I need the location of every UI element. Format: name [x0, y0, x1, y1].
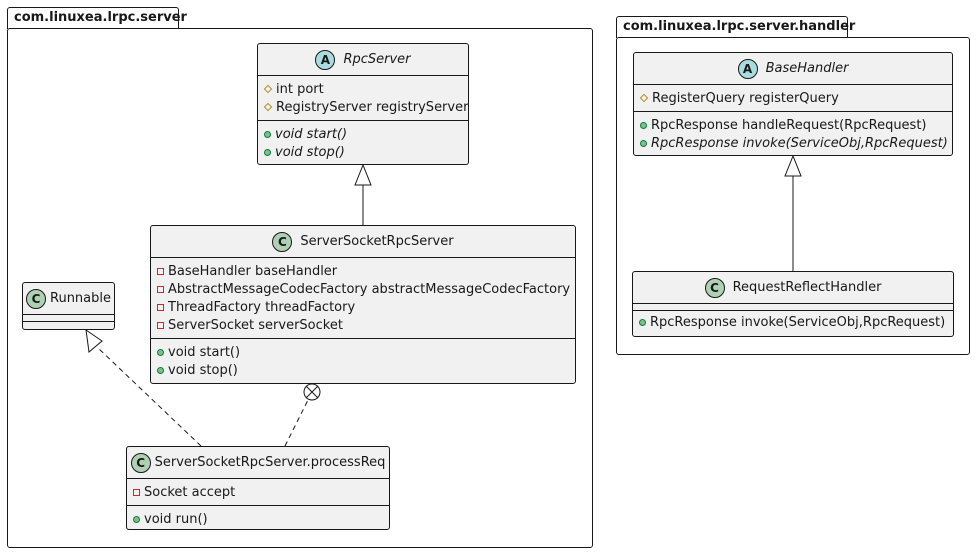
field-row: Socket accept — [133, 483, 383, 501]
realization-arrow-runnable — [85, 328, 103, 353]
edge-implements-runnable — [96, 346, 202, 447]
private-icon — [157, 303, 164, 311]
class-header: A RpcServer — [258, 44, 468, 76]
field-text: BaseHandler baseHandler — [168, 263, 338, 279]
field-text: ServerSocket serverSocket — [168, 317, 343, 333]
method-text: void run() — [144, 511, 208, 527]
class-rpcserver[interactable]: A RpcServer int port RegistryServer regi… — [257, 43, 469, 165]
public-icon — [640, 139, 647, 147]
methods-section: RpcResponse invoke(ServiceObj,RpcRequest… — [633, 311, 953, 335]
public-icon — [157, 348, 164, 356]
method-row: void run() — [133, 510, 383, 528]
fields-section: int port RegistryServer registryServer — [258, 76, 468, 121]
method-row: void start() — [264, 125, 462, 143]
method-row: void start() — [157, 343, 569, 361]
public-icon — [264, 130, 271, 138]
method-row: void stop() — [157, 361, 569, 379]
class-icon: C — [704, 277, 725, 298]
inheritance-arrow-basehandler — [784, 154, 802, 177]
public-icon — [133, 515, 140, 523]
class-icon: C — [272, 231, 293, 252]
class-processreq[interactable]: C ServerSocketRpcServer.processReq Socke… — [126, 446, 390, 530]
method-row: RpcResponse invoke(ServiceObj,RpcRequest… — [640, 134, 948, 152]
private-icon — [157, 321, 164, 329]
method-text: void start() — [168, 344, 241, 360]
class-name: ServerSocketRpcServer.processReq — [154, 455, 386, 470]
class-header: C ServerSocketRpcServer.processReq — [127, 447, 389, 479]
class-name: ServerSocketRpcServer — [300, 234, 454, 249]
class-name: RequestReflectHandler — [732, 280, 882, 295]
abstract-class-icon: A — [315, 49, 336, 70]
protected-icon — [263, 84, 273, 94]
empty-fields-section — [23, 315, 114, 322]
method-text: void start() — [275, 126, 348, 142]
class-header: C Runnable — [23, 283, 114, 315]
protected-icon — [639, 93, 649, 103]
field-row: ServerSocket serverSocket — [157, 316, 569, 334]
edge-nested-class — [284, 399, 309, 447]
private-icon — [157, 267, 164, 275]
class-icon: C — [26, 288, 46, 309]
field-text: Socket accept — [144, 484, 236, 500]
public-icon — [157, 366, 164, 374]
class-serversocketrpcserver[interactable]: C ServerSocketRpcServer BaseHandler base… — [150, 225, 576, 384]
field-text: RegistryServer registryServer — [276, 99, 469, 115]
fields-section: RegisterQuery registerQuery — [634, 85, 952, 112]
class-name: Runnable — [50, 291, 111, 306]
method-text: RpcResponse invoke(ServiceObj,RpcRequest… — [650, 314, 946, 330]
empty-fields-section — [633, 304, 953, 311]
package-handler — [616, 37, 970, 355]
method-row: void stop() — [264, 143, 462, 161]
field-row: BaseHandler baseHandler — [157, 262, 569, 280]
methods-section: void run() — [127, 506, 389, 532]
class-basehandler[interactable]: A BaseHandler RegisterQuery registerQuer… — [633, 52, 953, 156]
abstract-class-icon: A — [737, 58, 758, 79]
private-icon — [133, 488, 140, 496]
field-row: RegisterQuery registerQuery — [639, 89, 946, 107]
method-row: RpcResponse invoke(ServiceObj,RpcRequest… — [639, 313, 947, 331]
field-text: ThreadFactory threadFactory — [168, 299, 356, 315]
class-header: A BaseHandler — [634, 53, 952, 85]
method-text: RpcResponse invoke(ServiceObj,RpcRequest… — [651, 135, 948, 151]
methods-section: void start() void stop() — [151, 339, 575, 383]
field-text: AbstractMessageCodecFactory abstractMess… — [168, 281, 571, 297]
empty-methods-section — [23, 322, 114, 329]
field-row: RegistryServer registryServer — [263, 98, 468, 116]
fields-section: BaseHandler baseHandler AbstractMessageC… — [151, 258, 575, 339]
class-name: BaseHandler — [765, 61, 849, 76]
nested-marker-cross-b — [305, 385, 319, 399]
field-row: AbstractMessageCodecFactory abstractMess… — [157, 280, 571, 298]
field-row: int port — [263, 80, 462, 98]
method-text: void stop() — [275, 144, 345, 160]
class-header: C RequestReflectHandler — [633, 272, 953, 304]
class-runnable[interactable]: C Runnable — [22, 282, 115, 330]
class-name: RpcServer — [343, 52, 411, 67]
package-server — [7, 28, 593, 548]
class-header: C ServerSocketRpcServer — [151, 226, 575, 258]
field-row: ThreadFactory threadFactory — [157, 298, 569, 316]
field-text: int port — [276, 81, 324, 97]
public-icon — [639, 318, 646, 326]
public-icon — [264, 148, 271, 156]
method-text: void stop() — [168, 362, 238, 378]
method-row: RpcResponse handleRequest(RpcRequest) — [640, 116, 946, 134]
methods-section: void start() void stop() — [258, 121, 468, 165]
field-text: RegisterQuery registerQuery — [652, 90, 839, 106]
private-icon — [157, 285, 164, 293]
inheritance-arrow-rpcserver — [354, 163, 372, 186]
class-requestreflecthandler[interactable]: C RequestReflectHandler RpcResponse invo… — [632, 271, 954, 337]
methods-section: RpcResponse handleRequest(RpcRequest) Rp… — [634, 112, 952, 156]
package-tab-handler: com.linuxea.lrpc.server.handler — [616, 16, 855, 38]
package-tab-server: com.linuxea.lrpc.server — [7, 7, 187, 29]
public-icon — [640, 121, 647, 129]
package-label-server: com.linuxea.lrpc.server — [14, 10, 187, 25]
method-text: RpcResponse handleRequest(RpcRequest) — [651, 117, 927, 133]
class-icon: C — [130, 452, 151, 473]
protected-icon — [263, 102, 273, 112]
package-label-handler: com.linuxea.lrpc.server.handler — [623, 19, 856, 34]
fields-section: Socket accept — [127, 479, 389, 506]
